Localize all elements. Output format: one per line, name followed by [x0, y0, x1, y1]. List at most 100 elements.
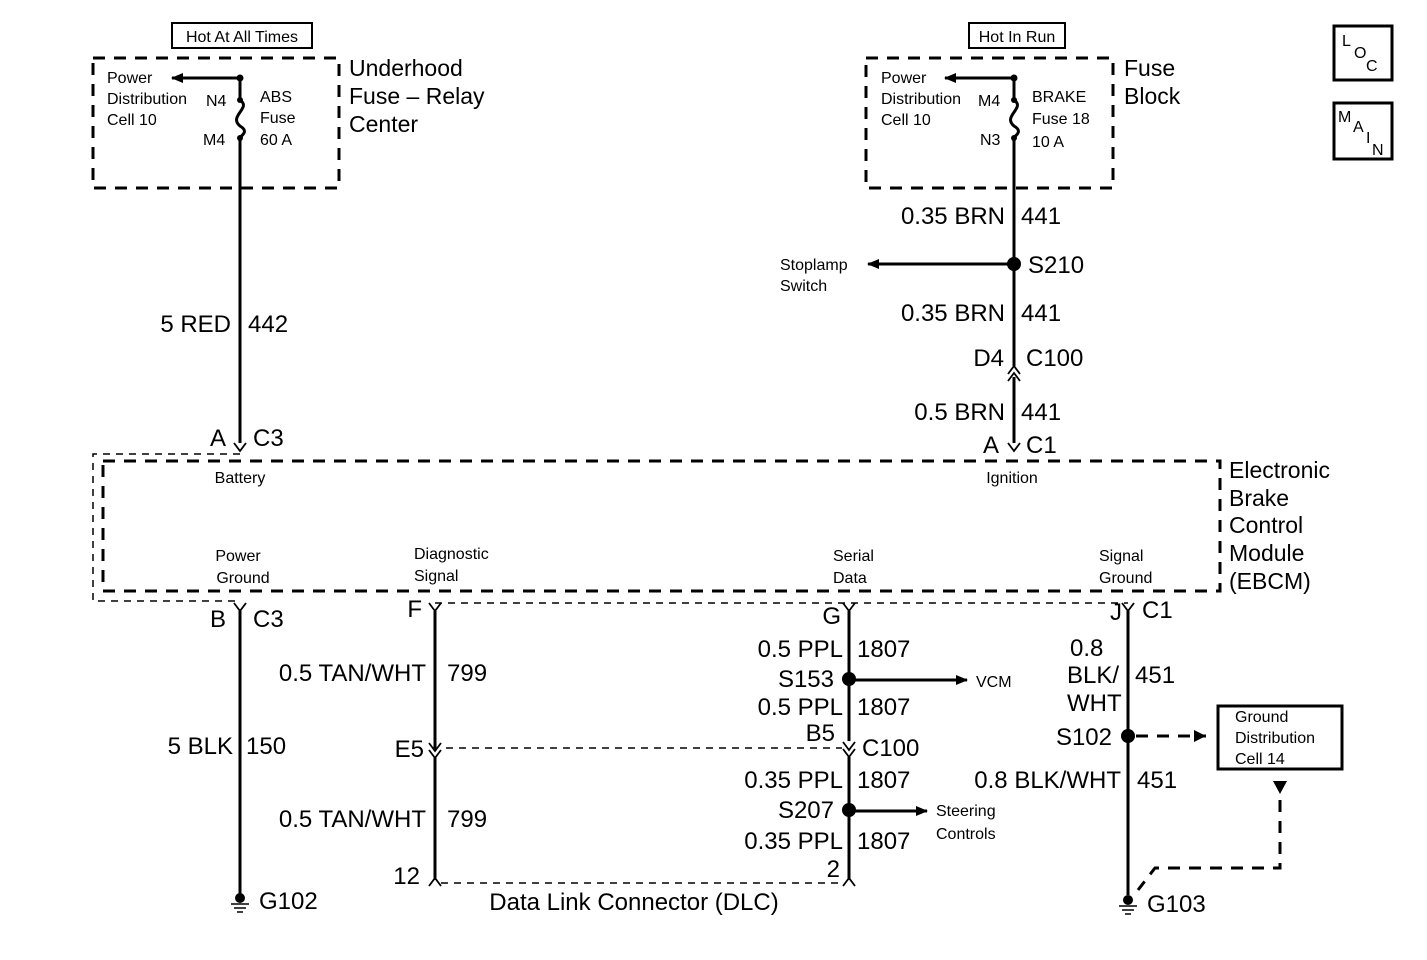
splice-dot: [1121, 729, 1135, 743]
ground-label: G103: [1147, 891, 1206, 918]
dlc-pin-symbol: [428, 876, 442, 887]
fuse-terminal-dot: [237, 97, 243, 103]
cavity-label: B5: [806, 720, 835, 747]
cavity-label: B: [210, 606, 226, 633]
ebcm-title: Module: [1229, 540, 1304, 566]
ebcm-title: Electronic: [1229, 457, 1330, 483]
connector-pin-symbol: [233, 442, 247, 453]
circuit-number-label: 441: [1021, 399, 1061, 426]
splice-label: S207: [778, 797, 834, 824]
ebcm-terminal-label: Signal: [414, 568, 458, 585]
pdc-label: Distribution: [881, 91, 961, 108]
connector-pin-symbol: [842, 602, 856, 613]
steering-controls-label: Controls: [936, 826, 996, 843]
abs-fuse-symbol: [235, 98, 246, 139]
cavity-label: A: [210, 425, 226, 452]
fuse-block-title: Block: [1124, 83, 1181, 109]
hot-in-run-label: Hot In Run: [979, 29, 1055, 46]
brake-fuse-label: Fuse 18: [1032, 111, 1090, 128]
main-letter: A: [1353, 119, 1364, 136]
wire-size-color-label: 0.5 PPL: [758, 694, 843, 721]
circuit-number-label: 451: [1135, 662, 1175, 689]
wire-size-color-label: 5 BLK: [168, 733, 233, 760]
ebcm-title: Control: [1229, 512, 1303, 538]
inline-connector-symbol: [842, 741, 856, 759]
gdc-arrow-down: [1273, 781, 1287, 794]
cavity-label: D4: [973, 345, 1004, 372]
circuit-number-label: 799: [447, 660, 487, 687]
ebcm-terminal-label: Signal: [1099, 548, 1143, 565]
ground-distribution-box: [1216, 704, 1344, 771]
splice-arrowhead: [1194, 730, 1206, 742]
loc-icon[interactable]: L O C: [1332, 24, 1394, 82]
vcm-label: VCM: [976, 674, 1012, 691]
splice-label: S153: [778, 666, 834, 693]
wire-size-color-label: 0.35 PPL: [744, 828, 843, 855]
fuse-pin-label: M4: [203, 132, 225, 149]
dlc-pin-label: 2: [827, 856, 840, 883]
wire-size-color-label: 0.5 TAN/WHT: [279, 806, 426, 833]
gdc-to-ground-link: [1136, 800, 1282, 891]
hot-in-run-box: [968, 22, 1066, 49]
circuit-number-label: 1807: [857, 767, 910, 794]
ebcm-terminal-label: Serial: [833, 548, 874, 565]
abs-fuse-label: 60 A: [260, 132, 292, 149]
connector-label: C100: [862, 735, 919, 762]
wire-size-color-label: 0.8 BLK/WHT: [974, 767, 1121, 794]
stoplamp-switch-label: Stoplamp: [780, 257, 848, 274]
ground-symbol: [1119, 895, 1137, 915]
wire-size-color-label: 0.35 BRN: [901, 300, 1005, 327]
brake-fuse-label: BRAKE: [1032, 89, 1086, 106]
connector-label: C3: [253, 606, 284, 633]
underhood-title: Underhood: [349, 55, 463, 81]
ebcm-c3-connector-outline: [92, 453, 240, 602]
junction-dot: [236, 74, 244, 82]
loc-letter: O: [1354, 45, 1366, 62]
ground-label: G102: [259, 888, 318, 915]
ebcm-terminal-label: Ground: [216, 570, 269, 587]
main-icon[interactable]: M A I N: [1332, 101, 1394, 161]
abs-fuse-label: Fuse: [260, 110, 296, 127]
fuse-block-title: Fuse: [1124, 55, 1175, 81]
ebcm-terminal-label: Ground: [1099, 570, 1152, 587]
main-letter: I: [1366, 130, 1370, 147]
fuse-pin-label: N3: [980, 132, 1001, 149]
connector-pin-symbol: [233, 602, 247, 613]
circuit-number-label: 1807: [857, 636, 910, 663]
dlc-pin-symbol: [842, 876, 856, 887]
circuit-number-label: 442: [248, 311, 288, 338]
ground-distribution-label: Distribution: [1235, 730, 1315, 747]
circuit-number-label: 799: [447, 806, 487, 833]
ground-distribution-label: Ground: [1235, 709, 1288, 726]
circuit-number-label: 1807: [857, 828, 910, 855]
wire-size-color-label: 0.35 PPL: [744, 767, 843, 794]
circuit-number-label: 441: [1021, 300, 1061, 327]
cavity-label: G: [822, 603, 841, 630]
circuit-number-label: 451: [1137, 767, 1177, 794]
connector-pin-symbol: [428, 602, 442, 613]
circuit-number-label: 1807: [857, 694, 910, 721]
ground-distribution-label: Cell 14: [1235, 751, 1285, 768]
connector-label: C1: [1142, 597, 1173, 624]
loc-letter: L: [1342, 33, 1351, 50]
loc-letter: C: [1366, 58, 1378, 75]
ebcm-terminal-label: Data: [833, 570, 867, 587]
ebcm-terminal-label: Ignition: [986, 470, 1038, 487]
wire-size-color-label: 0.5 BRN: [914, 399, 1005, 426]
fuse-terminal-dot: [1011, 97, 1017, 103]
ebcm-title: (EBCM): [1229, 568, 1311, 594]
wire-size-color-label: 0.5 PPL: [758, 636, 843, 663]
ground-symbol: [231, 893, 249, 913]
hot-at-all-times-box: [171, 22, 313, 49]
ebcm-terminal-label: Battery: [215, 470, 266, 487]
wire-size-color-label: 5 RED: [160, 311, 231, 338]
dlc-name-label: Data Link Connector (DLC): [489, 889, 778, 916]
pdc-label: Power: [881, 70, 927, 87]
splice-label: S210: [1028, 252, 1084, 279]
wire-size-color-label: 0.8: [1070, 635, 1103, 662]
underhood-title: Fuse – Relay: [349, 83, 485, 109]
cavity-label: E5: [395, 736, 424, 763]
hot-at-all-times-label: Hot At All Times: [186, 29, 298, 46]
inline-connector-symbol: [428, 742, 442, 760]
